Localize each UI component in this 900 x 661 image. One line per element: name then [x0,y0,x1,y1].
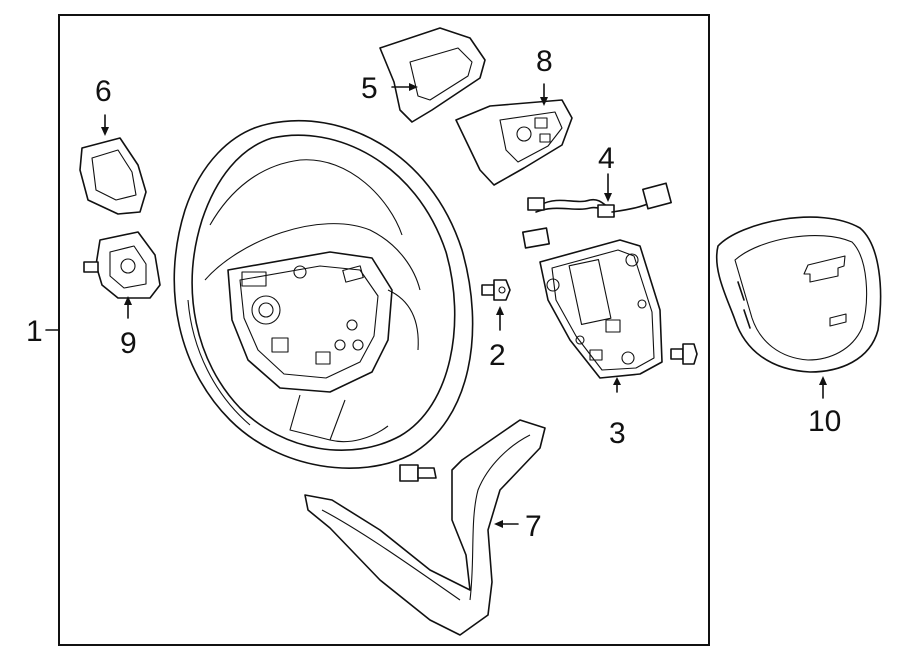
callout-6: 6 [95,75,112,108]
callout-3: 3 [609,417,626,450]
wiring-harness-4 [521,173,672,249]
switch-9 [83,231,161,319]
callout-7: 7 [525,510,542,543]
airbag-module-10 [715,216,882,399]
bolt-small [670,343,698,365]
cover-6 [79,114,147,215]
steering-wheel [173,119,474,469]
callout-10: 10 [808,405,841,438]
lower-trim-7 [304,419,546,636]
callout-8: 8 [536,45,553,78]
callout-5: 5 [361,72,378,105]
cover-5 [379,27,486,123]
switch-bezel-3 [539,239,663,393]
callout-1: 1 [26,315,43,348]
bolt-2 [481,279,511,331]
callout-2: 2 [489,339,506,372]
switch-8 [455,83,573,186]
callout-4: 4 [598,142,615,175]
callout-9: 9 [120,327,137,360]
